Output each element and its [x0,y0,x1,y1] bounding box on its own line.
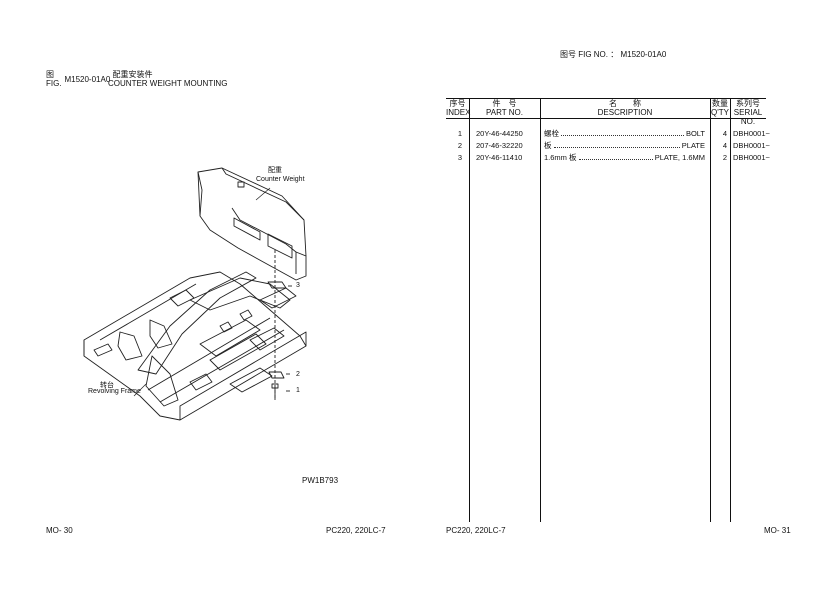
row-part-no: 207-46-32220 [476,141,523,150]
col-divider [710,98,711,522]
table-top-rule [446,98,766,99]
col-divider [730,98,731,522]
header-description: 名 称 DESCRIPTION [540,99,710,117]
row-desc-cn: 1.6mm 板 [544,153,577,162]
row-part-no: 20Y-46-11410 [476,153,523,162]
header-qty-cn: 数量 [712,99,728,108]
row-description: 1.6mm 板 PLATE, 1.6MM [544,153,705,163]
callout-1: 1 [296,387,300,394]
figure-title-block: 图 M1520-01A0 配重安装件 FIG. COUNTER WEIGHT M… [46,70,227,88]
header-part-no: 件 号 PART NO. [469,99,540,117]
row-description: 板 PLATE [544,141,705,151]
counter-weight-label-en: Counter Weight [256,176,305,183]
row-index: 2 [457,141,462,150]
fig-no-header: 图号 FIG NO. ： M1520-01A0 [560,49,666,60]
fig-code: M1520-01A0 [64,75,111,84]
col-divider [469,98,470,522]
exploded-assembly-drawing [83,167,307,421]
table-header-rule [446,118,766,119]
header-index-en: INDEX [446,108,471,117]
row-qty: 2 [722,153,727,162]
col-divider [540,98,541,522]
row-serial: DBH0001~ [733,141,770,150]
row-qty: 4 [722,141,727,150]
header-serial-cn: 系列号 [736,99,760,108]
counter-weight-shape [197,167,307,281]
fig-title-en: COUNTER WEIGHT MOUNTING [108,79,228,88]
revolving-frame-shape [83,271,307,421]
counter-weight-label: 配重 [268,167,282,175]
header-index-cn: 序号 [449,99,466,108]
callout-2: 2 [296,371,300,378]
row-index: 1 [457,129,462,138]
header-index: 序号 INDEX [446,99,471,117]
fig-no-value: M1520-01A0 [620,50,667,59]
fig-prefix-en: FIG. [46,79,62,88]
header-serial: 系列号 SERIAL NO. [730,99,766,126]
row-part-no: 20Y-46-44250 [476,129,523,138]
right-model: PC220, 220LC-7 [446,526,506,535]
header-serial-en: SERIAL NO. [733,108,763,126]
header-desc-cn: 名 称 [609,99,641,108]
header-part-cn: 件 号 [492,99,517,108]
right-page-number: MO- 31 [764,526,791,535]
parts-table: 序号 INDEX 件 号 PART NO. 名 称 DESCRIPTION 数量… [446,98,770,522]
header-part-en: PART NO. [486,108,523,117]
drawing-number: PW1B793 [302,476,339,485]
leader-dots [578,159,653,160]
header-desc-en: DESCRIPTION [597,108,653,117]
leader-dots [561,135,684,136]
row-serial: DBH0001~ [733,153,770,162]
row-desc-en: BOLT [685,129,705,138]
row-index: 3 [457,153,462,162]
callout-3: 3 [296,282,300,289]
row-desc-en: PLATE [681,141,705,150]
header-qty-en: Q'TY [711,108,729,117]
left-page-number: MO- 30 [46,526,73,535]
header-qty: 数量 Q'TY [710,99,730,117]
fig-no-label: 图号 FIG NO. ： [560,50,619,59]
revolving-frame-label-en: Revolving Frame [88,388,141,395]
counter-weight-label-cn: 配重 [268,167,282,174]
row-serial: DBH0001~ [733,129,770,138]
row-desc-cn: 板 [544,141,552,150]
left-model: PC220, 220LC-7 [326,526,386,535]
row-desc-en: PLATE, 1.6MM [654,153,705,162]
row-qty: 4 [722,129,727,138]
revolving-frame-label-cn: 转台 [100,382,114,389]
row-description: 螺栓 BOLT [544,129,705,139]
fig-prefix-cn: 图 [46,70,54,79]
leader-dots [553,147,680,148]
row-desc-cn: 螺栓 [544,129,559,138]
fig-title-cn: 配重安装件 [112,70,153,79]
